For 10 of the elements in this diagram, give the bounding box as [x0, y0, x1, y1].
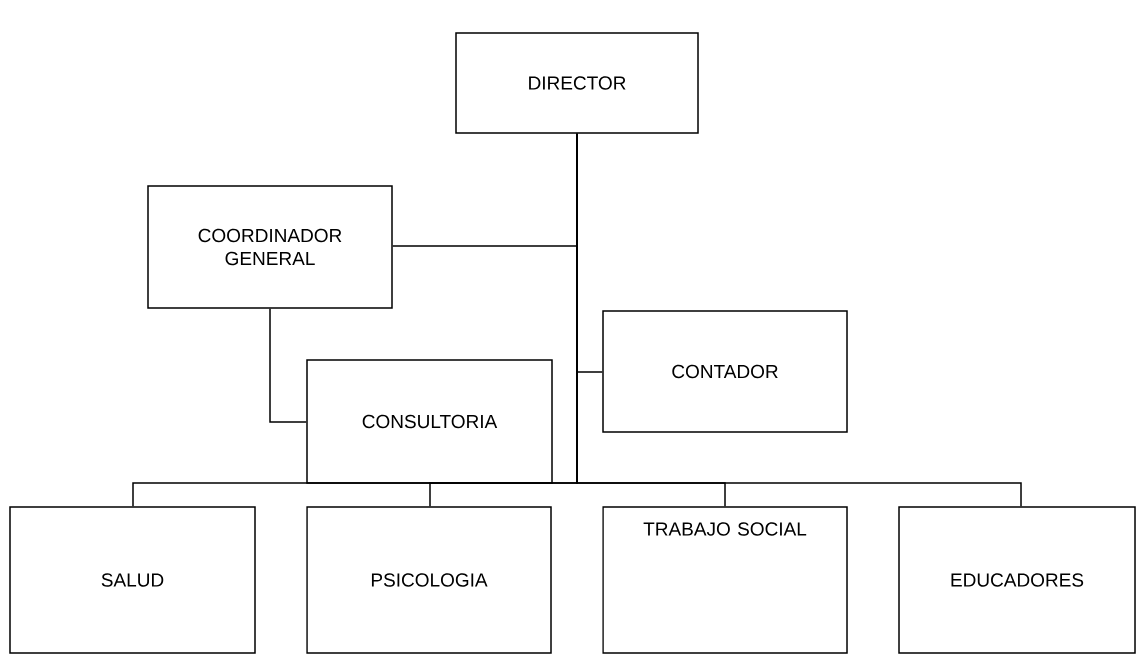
org-box: PSICOLOGIA — [306, 506, 552, 654]
connector-line — [269, 308, 307, 423]
connector-line — [576, 133, 1022, 507]
org-box: TRABAJO SOCIAL — [602, 506, 848, 654]
org-box: CONSULTORIA — [306, 359, 553, 484]
org-box: EDUCADORES — [898, 506, 1136, 654]
org-box: CONTADOR — [602, 310, 848, 433]
org-box: DIRECTOR — [455, 32, 699, 134]
org-box: SALUD — [9, 506, 256, 654]
org-box: COORDINADOR GENERAL — [147, 185, 393, 309]
